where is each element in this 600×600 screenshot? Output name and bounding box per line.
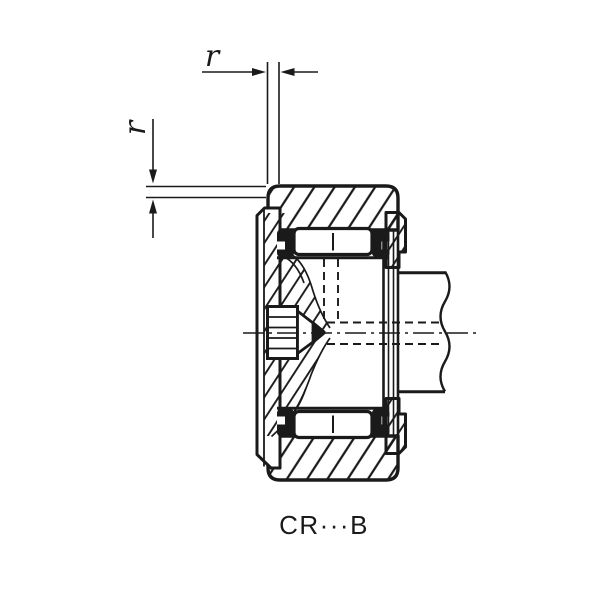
needle-roller-top — [277, 226, 390, 257]
shoulder-block-bottom — [384, 397, 407, 455]
radius-label-top: r — [205, 39, 221, 74]
grease-fitting — [266, 305, 326, 360]
outer-ring-top-section — [266, 184, 400, 232]
radius-dimension-top: r — [202, 39, 318, 184]
hidden-lubrication-holes — [323, 259, 443, 345]
outer-ring-bottom-section — [266, 434, 400, 482]
arrowhead-left — [280, 68, 295, 76]
radius-label-left: r — [118, 119, 153, 135]
arrowhead-down — [149, 169, 157, 184]
shaft-break-line — [439, 270, 451, 393]
right-shoulder-blocks — [384, 211, 407, 455]
stud — [277, 256, 389, 410]
outer-ring — [266, 184, 400, 482]
arrowhead-up — [149, 199, 157, 214]
seal-top-left — [277, 229, 294, 257]
shaft — [399, 270, 451, 394]
shaft-body — [399, 272, 444, 392]
seal-bottom-left-notch — [277, 416, 285, 425]
seal-top-left-notch — [277, 241, 285, 250]
needle-roller-bottom — [277, 409, 390, 440]
figure-caption: CR···B — [279, 510, 369, 540]
arrowhead-right — [252, 68, 266, 76]
shoulder-block-top — [384, 211, 407, 269]
radius-dimension-left: r — [118, 119, 266, 238]
seal-bottom-left — [277, 409, 294, 437]
